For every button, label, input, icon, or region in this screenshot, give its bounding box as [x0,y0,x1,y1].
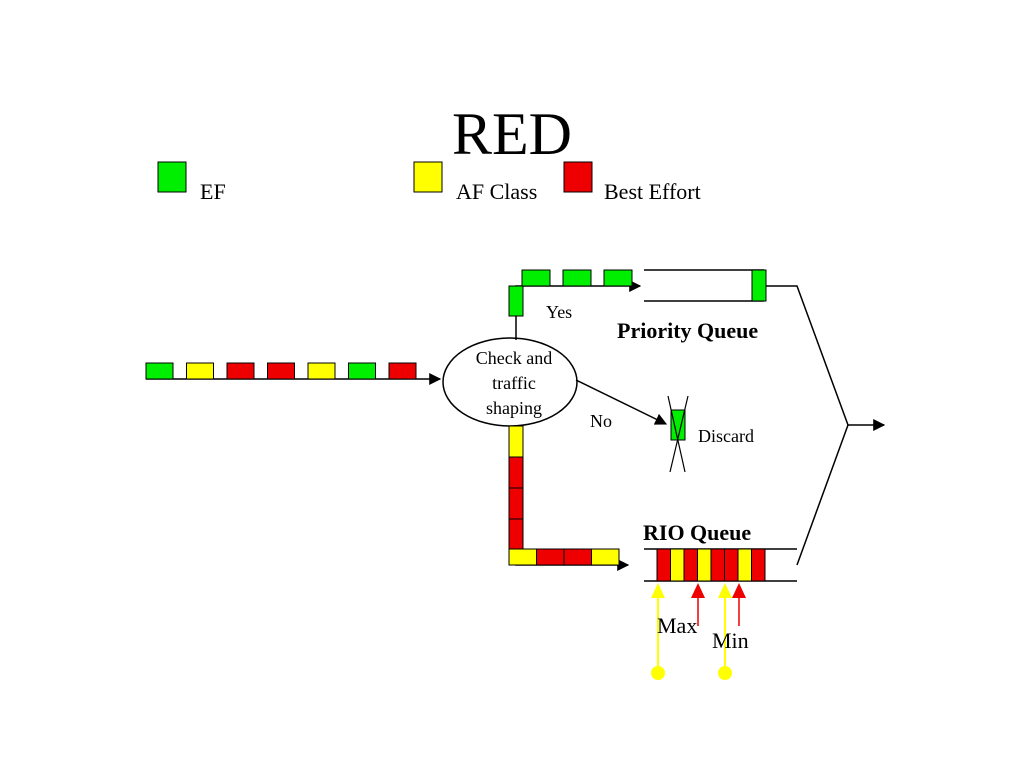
rio-path-packet [508,487,524,520]
merge-bottom-line [796,424,849,566]
yes-label: Yes [546,302,572,322]
rio-queue-packet [751,548,766,582]
rio-queue-packet [670,548,685,582]
yes-packet [562,269,592,287]
thresholds: Max Min [651,583,749,680]
priority-queue: Priority Queue [617,269,767,343]
input-flow [145,362,442,385]
legend-af-label: AF Class [456,179,537,204]
min-be-arrowhead [732,583,746,598]
input-packet [267,362,295,380]
rio-path-packet [536,548,565,566]
rio-path [508,425,630,571]
yes-packet [603,269,633,287]
output-merge [766,285,886,566]
legend-af-swatch [413,161,443,193]
min-af-arrowhead [718,583,732,598]
rio-queue-packet [737,548,752,582]
priority-queue-packets [751,269,767,302]
classifier-line-3: shaping [486,398,542,418]
slide-title: RED [452,101,572,167]
discard-cross-2 [669,395,689,473]
rio-queue-packet [710,548,725,582]
discard-cross-1 [667,395,686,473]
rio-path-packet [508,548,537,566]
dropped-packet [670,409,686,441]
input-packet [145,362,174,380]
classifier-line-2: traffic [492,373,536,393]
yes-branch: Yes [508,269,642,340]
input-packet [388,362,417,380]
yes-packet [508,285,524,317]
legend-ef-label: EF [200,179,226,204]
rio-queue-packets [656,548,766,582]
rio-path-packets [508,425,620,566]
max-label: Max [657,613,697,638]
legend-be-label: Best Effort [604,179,701,204]
classifier-line-1: Check and [476,348,552,368]
rio-path-packet [508,425,524,458]
input-packet [348,362,376,380]
priority-queue-label: Priority Queue [617,318,758,343]
classifier: Check and traffic shaping [442,337,578,427]
priority-queue-packet [751,269,767,302]
max-af-arrowhead [651,583,665,598]
rio-path-line [515,426,630,571]
input-packet [186,362,214,380]
input-packet [226,362,255,380]
no-label: No [590,411,612,431]
no-branch: No Discard [575,379,754,473]
merge-top-line [766,285,849,426]
max-af-dot [651,666,665,680]
legend-ef-swatch [157,161,187,193]
min-af-dot [718,666,732,680]
rio-queue-label: RIO Queue [643,520,751,545]
rio-path-packet [591,548,620,566]
yes-packets [508,269,633,317]
rio-queue-packet [724,548,739,582]
legend: EF AF Class Best Effort [157,161,701,204]
no-branch-line [575,379,668,425]
discard-label: Discard [698,426,754,446]
min-label: Min [712,628,749,653]
rio-path-packet [563,548,592,566]
yes-packet [521,269,551,287]
rio-path-packet [508,518,524,551]
input-packets [145,362,417,380]
rio-queue-packet [683,548,698,582]
rio-queue-packet [656,548,671,582]
rio-queue-packet [697,548,712,582]
rio-path-packet [508,456,524,489]
max-be-arrowhead [691,583,705,598]
input-packet [307,362,336,380]
rio-queue: RIO Queue [643,520,797,582]
legend-be-swatch [563,161,593,193]
